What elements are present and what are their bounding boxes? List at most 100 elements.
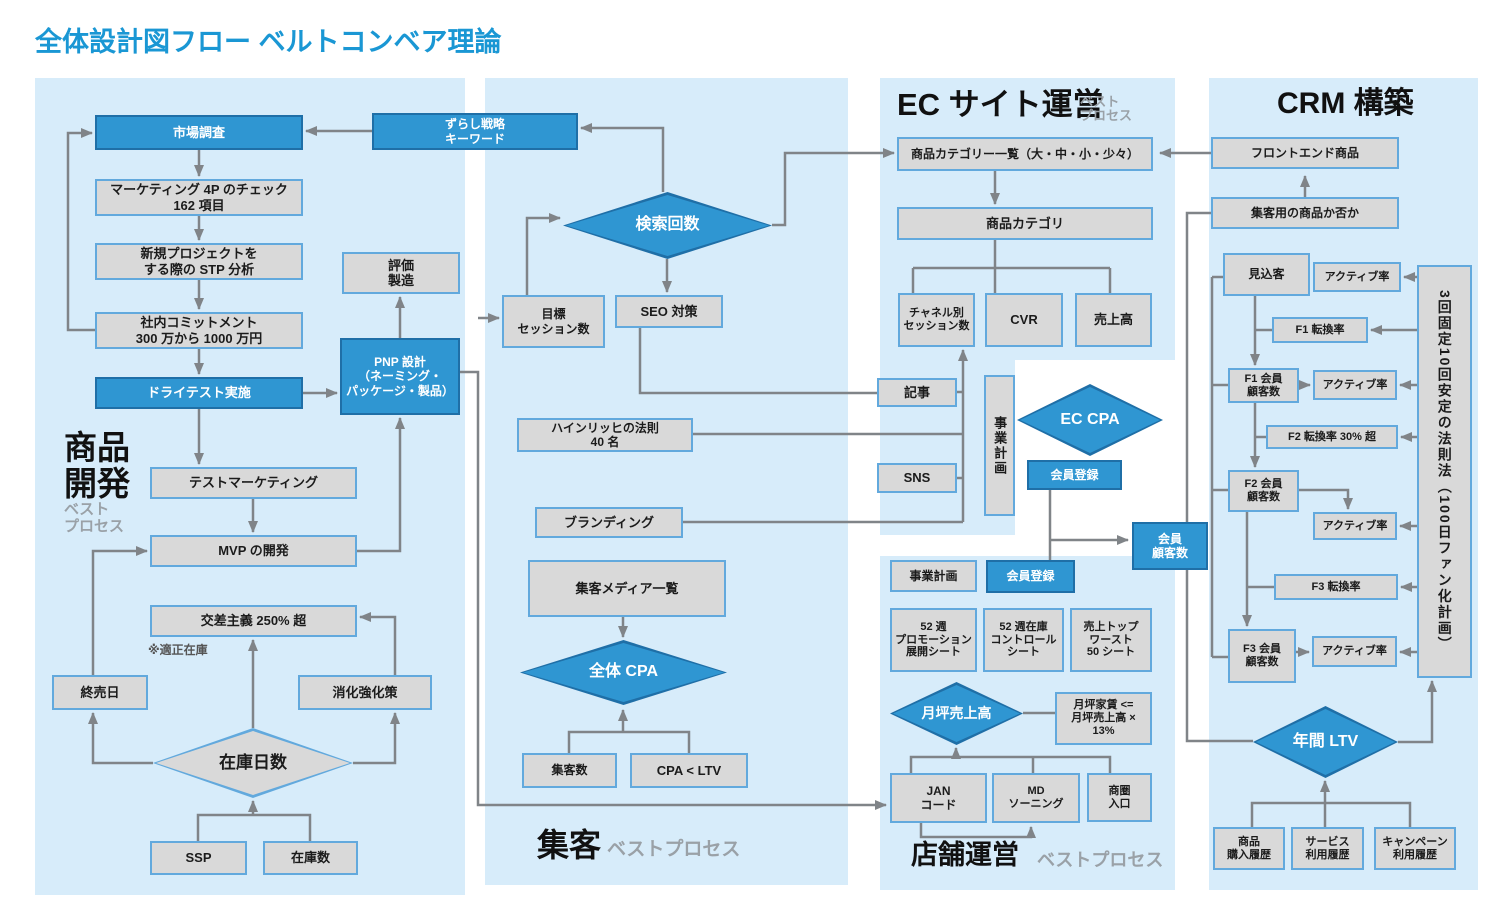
node-prospective-customers: 見込客	[1223, 253, 1310, 296]
f1-members-label: F1 会員 顧客数	[1244, 372, 1283, 398]
inventory-days-label: 在庫日数	[219, 752, 287, 772]
category-list-label: 商品カテゴリー一覧（大・中・小・少々）	[910, 146, 1139, 161]
section-subtitle-attraction: ベストプロセス	[607, 839, 741, 860]
member-customer-count-label: 会員 顧客数	[1151, 531, 1188, 560]
node-frontend-product: フロントエンド商品	[1211, 137, 1399, 169]
evaluation-manufacturing-label: 評価 製造	[387, 257, 414, 288]
node-media-list: 集客メディア一覧	[528, 560, 726, 617]
connector-23	[772, 148, 895, 227]
overall-cpa-label: 全体 CPA	[588, 663, 659, 681]
connector-71	[1250, 801, 1412, 827]
ssp-label: SSP	[185, 850, 212, 866]
dry-test-label: ドライテスト実施	[147, 385, 251, 401]
is-product-for-attraction-label: 集客用の商品か否か	[1250, 205, 1359, 220]
connector-20	[525, 213, 561, 295]
node-heinrich-law: ハインリッヒの法則 40 名	[517, 418, 693, 452]
connector-41	[1185, 211, 1253, 743]
media-list-label: 集客メディア一覧	[575, 580, 679, 596]
inventory-note: ※適正在庫	[148, 643, 208, 657]
node-cpa-lt-ltv: CPA < LTV	[630, 753, 748, 788]
trade-area-entrance-label: 商圏 入口	[1108, 784, 1131, 810]
node-campaign-history: キャンペーン 利用履歴	[1374, 827, 1456, 870]
f3-conversion-rate-label: F3 転換率	[1311, 580, 1361, 593]
product-category-label: 商品カテゴリ	[985, 215, 1064, 231]
rent-formula-label: 月坪家賃 <= 月坪売上高 × 13%	[1071, 699, 1136, 737]
member-registration-ec-label: 会員登録	[1050, 467, 1099, 482]
node-dry-test: ドライテスト実施	[95, 377, 303, 409]
node-f3-members: F3 会員 顧客数	[1228, 629, 1296, 683]
node-ssp: SSP	[150, 841, 247, 875]
node-sns: SNS	[877, 463, 957, 493]
node-rule-3-10-100: 3回固定10回安定の法則法（100日ファン化計画）	[1417, 265, 1472, 678]
section-subtitle-ec: ベスト プロセス	[1080, 94, 1133, 124]
section-subtitle-store: ベストプロセス	[1037, 850, 1164, 870]
active-rate-3-label: アクティブ率	[1322, 519, 1388, 532]
node-active-rate-4: アクティブ率	[1312, 636, 1397, 667]
node-active-rate-3: アクティブ率	[1313, 512, 1397, 540]
node-service-history: サービス 利用履歴	[1291, 827, 1364, 870]
node-product-category: 商品カテゴリ	[897, 207, 1153, 240]
f2-conversion-rate-label: F2 転換率 30% 超	[1287, 430, 1377, 443]
digestion-strengthening-label: 消化強化策	[332, 684, 398, 700]
node-channel-sessions: チャネル別 セッション数	[898, 293, 975, 347]
section-title-product-dev: 商品 開発	[64, 429, 130, 502]
node-is-product-for-attraction: 集客用の商品か否か	[1211, 197, 1399, 229]
cvr-label: CVR	[1010, 312, 1038, 328]
seo-measures-label: SEO 対策	[640, 303, 698, 319]
monthly-tsubo-sales-label: 月坪売上高	[921, 705, 992, 722]
node-rent-formula: 月坪家賃 <= 月坪売上高 × 13%	[1055, 692, 1152, 745]
test-marketing-label: テストマーケティング	[189, 475, 318, 491]
node-top-worst-50-sheet: 売上トップ ワースト 50 シート	[1070, 608, 1152, 672]
node-inventory-count: 在庫数	[263, 841, 358, 875]
node-f2-members: F2 会員 顧客数	[1228, 470, 1299, 512]
f3-members-label: F3 会員 顧客数	[1243, 643, 1281, 668]
node-active-rate-1: アクティブ率	[1313, 262, 1401, 292]
heinrich-law-label: ハインリッヒの法則 40 名	[551, 420, 659, 449]
node-branding: ブランディング	[535, 507, 683, 538]
purchase-history-label: 商品 購入履歴	[1227, 835, 1271, 861]
node-f1-conversion-rate: F1 転換率	[1272, 317, 1368, 343]
connector-4	[66, 128, 95, 332]
node-business-plan-vertical: 事業計画	[984, 375, 1015, 516]
section-subtitle-product-dev: ベスト プロセス	[64, 501, 125, 535]
node-digestion-strengthening: 消化強化策	[298, 675, 432, 710]
sns-label: SNS	[903, 470, 931, 486]
node-trade-area-entrance: 商圏 入口	[1087, 773, 1152, 822]
section-title-ec: EC サイト運営	[897, 87, 1104, 122]
node-evaluation-manufacturing: 評価 製造	[342, 252, 460, 294]
active-rate-1-label: アクティブ率	[1324, 270, 1390, 283]
node-test-marketing: テストマーケティング	[150, 467, 357, 499]
node-f3-conversion-rate: F3 転換率	[1274, 574, 1398, 600]
cross-principle-label: 交差主義 250% 超	[200, 613, 307, 629]
jan-code-label: JAN コード	[920, 783, 957, 812]
node-member-customer-count: 会員 顧客数	[1132, 522, 1208, 570]
node-cvr: CVR	[985, 293, 1063, 347]
connector-45	[909, 755, 1112, 773]
connector-59	[1299, 488, 1353, 510]
node-seo-measures: SEO 対策	[615, 295, 723, 328]
market-research-label: 市場調査	[172, 124, 225, 140]
connector-21	[580, 123, 665, 192]
node-md-zoning: MD ソーニング	[992, 773, 1080, 823]
node-marketing-4p-check: マーケティング 4P のチェック 162 項目	[95, 179, 303, 216]
node-f1-members: F1 会員 顧客数	[1228, 368, 1299, 403]
node-internal-commitment: 社内コミットメント 300 万から 1000 万円	[95, 312, 303, 349]
section-title-crm: CRM 構築	[1277, 87, 1414, 120]
member-registration-store-label: 会員登録	[1006, 569, 1055, 584]
cpa-lt-ltv-label: CPA < LTV	[656, 762, 722, 778]
prospective-customers-label: 見込客	[1248, 267, 1285, 282]
rule-3-10-100-label: 3回固定10回安定の法則法（100日ファン化計画）	[1436, 290, 1453, 653]
connector-24	[638, 328, 877, 395]
node-inventory-days: 在庫日数	[153, 728, 353, 798]
pnp-design-label: PNP 設計 （ネーミング・ パッケージ・製品）	[346, 355, 454, 398]
node-search-volume: 検索回数	[563, 192, 772, 259]
md-zoning-label: MD ソーニング	[1008, 785, 1064, 810]
promo-52-sheet-label: 52 週 プロモーション 展開シート	[895, 620, 972, 659]
articles-label: 記事	[903, 384, 930, 400]
node-f2-conversion-rate: F2 転換率 30% 超	[1266, 425, 1398, 449]
page-title: 全体設計図フロー ベルトコンベア理論	[35, 27, 502, 57]
connector-31	[567, 730, 691, 753]
branding-label: ブランディング	[563, 514, 655, 530]
